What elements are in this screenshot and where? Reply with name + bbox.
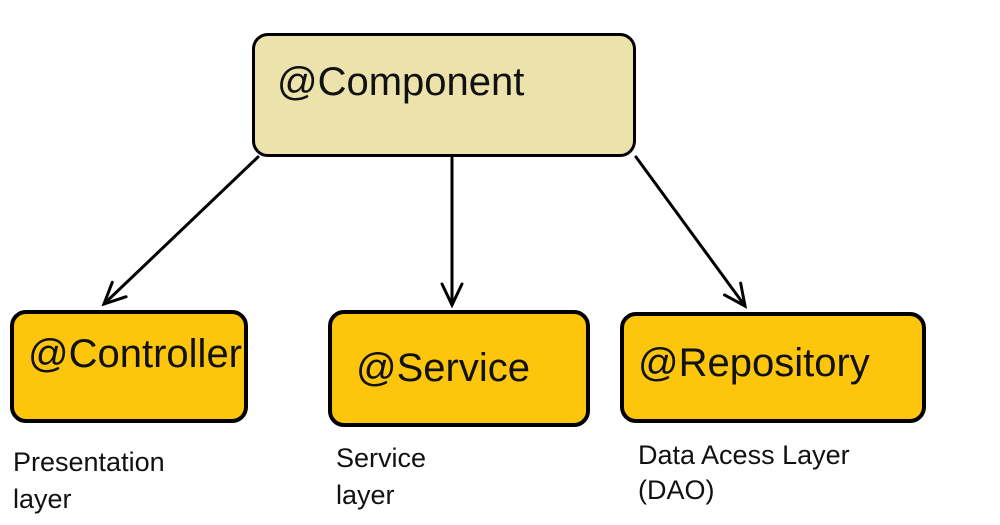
caption-presentation-layer: Presentation layer <box>13 444 165 518</box>
caption-line: layer <box>336 480 395 510</box>
node-service-label: @Service <box>356 346 530 390</box>
node-controller: @Controller <box>10 310 248 423</box>
caption-line: Service <box>336 443 427 473</box>
node-component: @Component <box>252 33 636 157</box>
caption-line: (DAO) <box>638 475 715 505</box>
node-component-label: @Component <box>277 60 525 104</box>
caption-line: Data Acess Layer <box>638 440 850 470</box>
node-repository: @Repository <box>620 312 926 423</box>
node-repository-label: @Repository <box>638 341 870 385</box>
node-service: @Service <box>328 310 590 427</box>
arrow-component-to-controller <box>101 155 260 307</box>
caption-line: layer <box>13 484 72 514</box>
caption-line: Presentation <box>13 447 165 477</box>
caption-data-access-layer: Data Acess Layer (DAO) <box>638 438 850 508</box>
arrow-component-to-repository <box>634 155 748 309</box>
caption-service-layer: Service layer <box>336 440 426 514</box>
node-controller-label: @Controller <box>28 332 243 376</box>
